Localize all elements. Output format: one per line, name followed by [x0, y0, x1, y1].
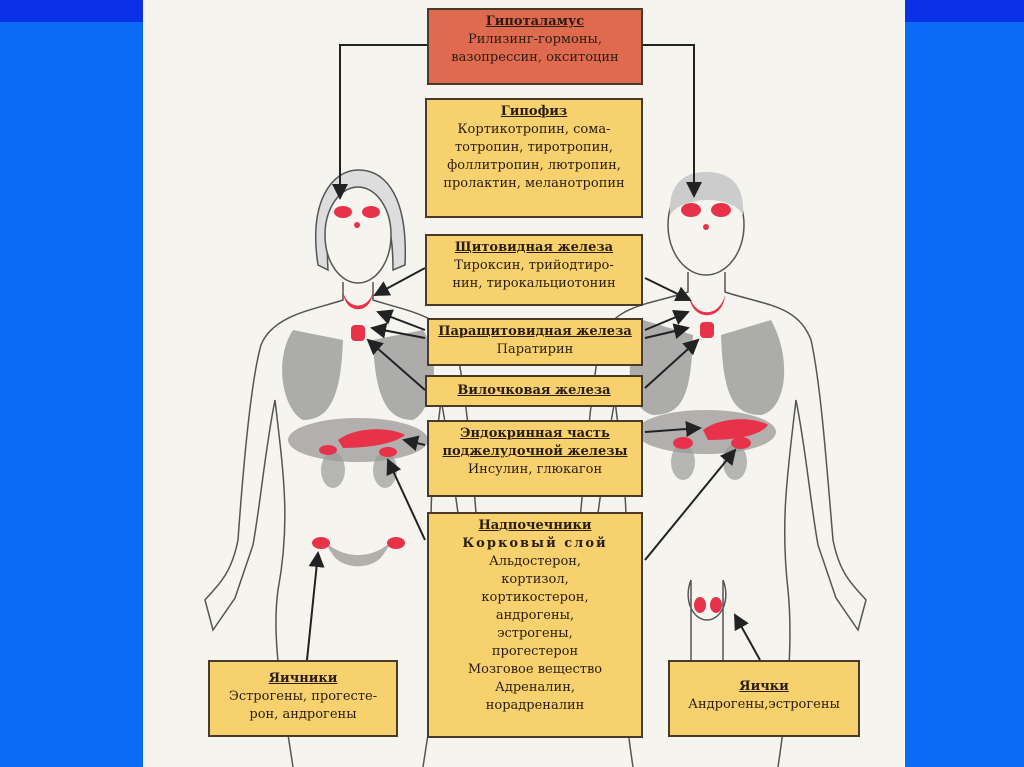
- thyroid-line: нин, тирокальциотонин: [452, 276, 616, 291]
- male-adrenal-left: [673, 437, 693, 449]
- female-kidney-right: [373, 452, 397, 488]
- parathyroid-line: Паратирин: [496, 342, 574, 357]
- male-testis-right: [710, 597, 722, 613]
- hypothalamus-line: вазопрессин, окситоцин: [451, 50, 619, 65]
- adrenal-cortex-line: андрогены,: [495, 608, 575, 623]
- male-brain-gland-left: [681, 203, 701, 217]
- female-brain-gland-left: [334, 206, 352, 218]
- testes-title: Яички: [739, 679, 789, 694]
- male-kidney-right: [723, 444, 747, 480]
- male-pituitary: [703, 224, 709, 230]
- hypothalamus-box: Гипоталамус Рилизинг-гормоны, вазопресси…: [427, 8, 643, 85]
- thymus-title: Вилочковая железа: [457, 383, 611, 398]
- pituitary-line: тотропин, тиротропин,: [454, 140, 614, 155]
- male-testis-left: [694, 597, 706, 613]
- adrenal-cortex-line: кортикостерон,: [481, 590, 589, 605]
- adrenal-cortex-line: кортизол,: [501, 572, 569, 587]
- female-pancreas: [338, 429, 405, 448]
- male-brain-gland-right: [711, 203, 731, 217]
- pancreas-title: поджелудочной железы: [442, 444, 628, 459]
- pancreas-line: Инсулин, глюкагон: [467, 462, 603, 477]
- pituitary-line: пролактин, меланотропин: [443, 176, 625, 191]
- female-head: [324, 186, 392, 284]
- adrenal-medulla-line: Адреналин,: [495, 680, 575, 695]
- hypothalamus-line: Рилизинг-гормоны,: [468, 32, 602, 47]
- adrenal-medulla-label: Мозговое вещество: [467, 662, 603, 677]
- female-thymus: [351, 325, 365, 341]
- ovaries-line: Эстрогены, прогесте-: [228, 689, 378, 704]
- male-thymus: [700, 322, 714, 338]
- female-brain-gland-right: [362, 206, 380, 218]
- adrenal-box: Надпочечники Корковый слой Альдостерон, …: [427, 512, 643, 738]
- female-kidney-left: [321, 452, 345, 488]
- adrenal-cortex-label: Корковый слой: [462, 536, 608, 551]
- female-lungs: [282, 330, 434, 420]
- testes-box: Яички Андрогены,эстрогены: [668, 660, 860, 737]
- pituitary-line: Кортикотропин, сома-: [457, 122, 611, 137]
- male-thyroid: [689, 295, 725, 316]
- parathyroid-box: Паращитовидная железа Паратирин: [427, 318, 643, 366]
- pituitary-line: фоллитропин, лютропин,: [447, 158, 621, 173]
- parathyroid-title: Паращитовидная железа: [438, 324, 632, 339]
- adrenal-cortex-line: прогестерон: [491, 644, 579, 659]
- female-adrenal-right: [379, 447, 397, 457]
- male-adrenal-right: [731, 437, 751, 449]
- adrenal-title: Надпочечники: [478, 518, 592, 533]
- ovaries-box: Яичники Эстрогены, прогесте- рон, андрог…: [208, 660, 398, 737]
- male-genital-outline: [687, 579, 727, 662]
- adrenal-cortex-line: эстрогены,: [497, 626, 573, 641]
- male-kidney-left: [671, 444, 695, 480]
- hypothalamus-title: Гипоталамус: [485, 14, 585, 29]
- ovaries-line: рон, андрогены: [249, 707, 357, 722]
- female-ovary-right: [387, 537, 405, 549]
- female-thyroid: [343, 292, 373, 310]
- female-ovary-left: [312, 537, 330, 549]
- thyroid-box: Щитовидная железа Тироксин, трийодтиро- …: [425, 234, 643, 306]
- thymus-box: Вилочковая железа: [425, 375, 643, 407]
- pituitary-box: Гипофиз Кортикотропин, сома- тотропин, т…: [425, 98, 643, 218]
- pancreas-title: Эндокринная часть: [460, 426, 610, 441]
- pancreas-box: Эндокринная часть поджелудочной железы И…: [427, 420, 643, 497]
- female-uterus: [323, 540, 393, 567]
- testes-line: Андрогены,эстрогены: [688, 697, 840, 712]
- ovaries-title: Яичники: [268, 671, 338, 686]
- pituitary-title: Гипофиз: [500, 104, 568, 119]
- adrenal-medulla-line: норадреналин: [485, 698, 585, 713]
- thyroid-line: Тироксин, трийодтиро-: [454, 258, 614, 273]
- female-pituitary: [354, 222, 360, 228]
- thyroid-title: Щитовидная железа: [454, 240, 614, 255]
- female-adrenal-left: [319, 445, 337, 455]
- male-pancreas: [703, 419, 768, 440]
- adrenal-cortex-line: Альдостерон,: [488, 554, 582, 569]
